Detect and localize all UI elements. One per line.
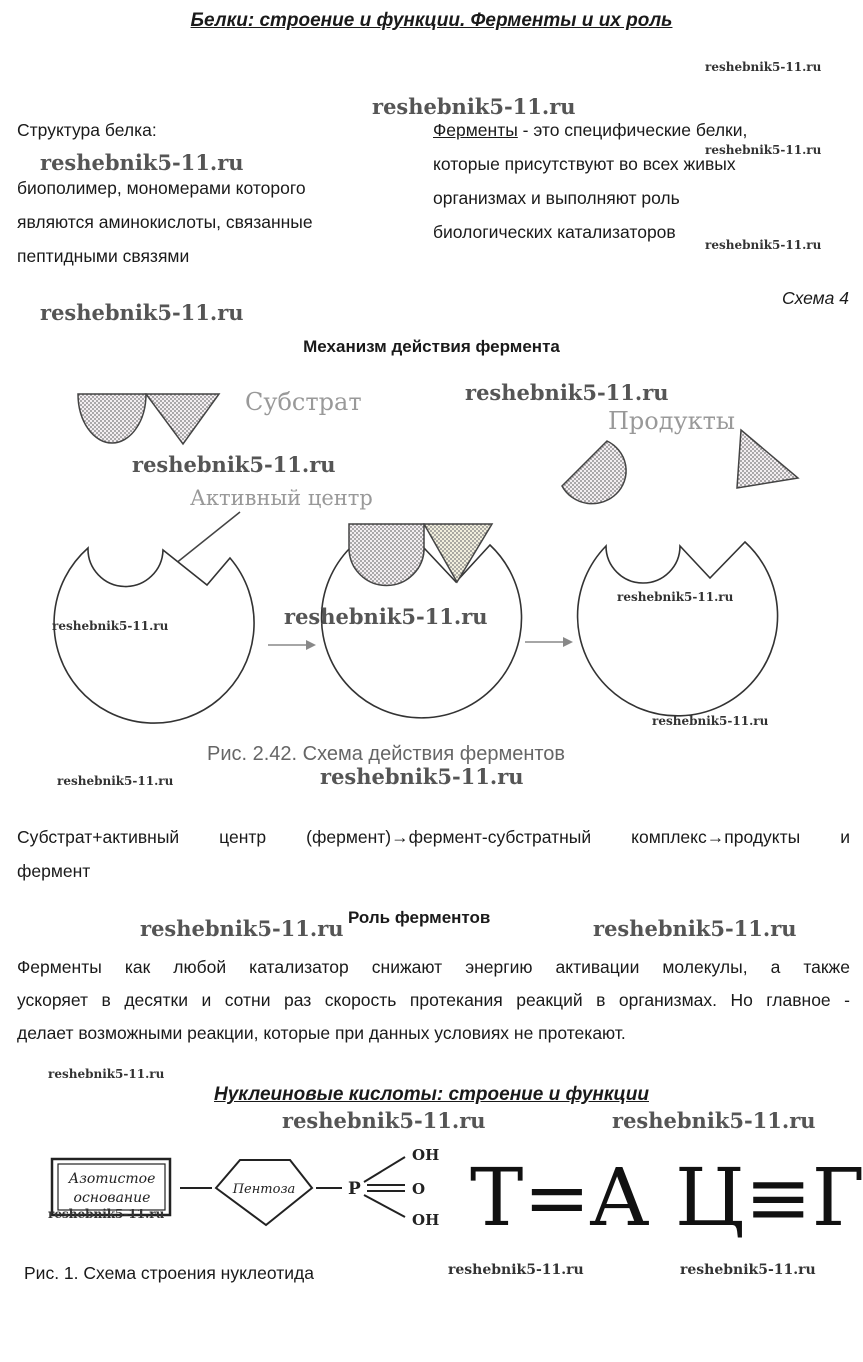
pointer-line — [169, 511, 241, 569]
bound-semicircle — [348, 523, 425, 587]
watermark: reshebnik5-11.ru — [705, 143, 822, 157]
arrow-icon — [306, 640, 316, 650]
watermark: reshebnik5-11.ru — [40, 150, 244, 175]
products-label: Продукты — [608, 407, 735, 435]
page-title: Белки: строение и функции. Ферменты и их… — [190, 10, 673, 31]
watermark: reshebnik5-11.ru — [372, 94, 576, 119]
phosphorus-label: P — [348, 1179, 361, 1199]
role-line: делает возможными реакции, которые при д… — [17, 1023, 626, 1043]
protein-heading: Структура белка: — [17, 120, 157, 140]
figure-caption: Рис. 2.42. Схема действия ферментов — [207, 743, 565, 765]
pentose-label: Пентоза — [232, 1182, 296, 1197]
role-line: ускоряет в десятки и сотни раз скорость … — [17, 990, 850, 1010]
watermark: reshebnik5-11.ru — [705, 238, 822, 252]
watermark: reshebnik5-11.ru — [57, 774, 174, 788]
watermark: reshebnik5-11.ru — [680, 1262, 816, 1278]
enzymes-term: Ферменты — [433, 120, 518, 140]
enzymes-line: которые присутствуют во всех живых — [433, 154, 736, 174]
substrate-semicircle — [77, 393, 147, 444]
pair-cg: Ц≡Г — [675, 1151, 863, 1244]
scheme-label: Схема 4 — [781, 288, 849, 308]
reaction-line: Субстрат+активный центр (фермент)→фермен… — [17, 827, 850, 847]
nucleotide-diagram: Азотистое основание Пентоза P OH O OH T=… — [50, 1146, 863, 1244]
role-line: Ферменты как любой катализатор снижают э… — [17, 957, 850, 977]
substrate-label: Субстрат — [245, 388, 362, 416]
enzymes-line: организмах и выполняют роль — [433, 188, 680, 208]
watermark: reshebnik5-11.ru — [705, 60, 822, 74]
bound-triangle — [422, 523, 494, 584]
protein-block: Структура белка: биополимер, мономерами … — [17, 113, 397, 273]
watermark: reshebnik5-11.ru — [48, 1067, 165, 1081]
watermark: reshebnik5-11.ru — [593, 916, 797, 941]
watermark: reshebnik5-11.ru — [284, 604, 488, 629]
protein-line: пептидными связями — [17, 246, 190, 266]
enzyme-shape — [576, 540, 779, 717]
enzymes-line: биологических катализаторов — [433, 222, 676, 242]
oh-bottom: OH — [412, 1211, 439, 1229]
watermark: reshebnik5-11.ru — [140, 916, 344, 941]
watermark: reshebnik5-11.ru — [465, 380, 669, 405]
watermark: reshebnik5-11.ru — [40, 300, 244, 325]
reaction-text: Субстрат+активный центр (фермент)→фермен… — [17, 820, 850, 888]
enzyme-shape — [320, 543, 523, 719]
base-label-2: основание — [74, 1190, 151, 1206]
product-triangle — [736, 428, 800, 489]
enzymes-line: - это специфические белки, — [517, 120, 748, 140]
base-label-1: Азотистое — [68, 1171, 156, 1187]
watermark: reshebnik5-11.ru — [282, 1108, 486, 1133]
oh-top: OH — [412, 1146, 439, 1164]
nucleic-title: Нуклеиновые кислоты: строение и функции — [213, 1084, 649, 1105]
watermark: reshebnik5-11.ru — [617, 590, 734, 604]
arrow-icon — [563, 637, 573, 647]
base-box — [50, 1157, 172, 1217]
watermark: reshebnik5-11.ru — [448, 1262, 584, 1278]
mechanism-title: Механизм действия фермента — [303, 337, 560, 356]
watermark: reshebnik5-11.ru — [320, 764, 524, 789]
watermark: reshebnik5-11.ru — [652, 714, 769, 728]
pentose-shape — [214, 1159, 314, 1227]
active-center-label: Активный центр — [190, 486, 373, 510]
pair-ta: T=A — [470, 1151, 649, 1244]
watermark: reshebnik5-11.ru — [52, 619, 169, 633]
o-middle: O — [412, 1180, 425, 1198]
protein-line: являются аминокислоты, связанные — [17, 212, 313, 232]
watermark: reshebnik5-11.ru — [132, 452, 336, 477]
substrate-triangle — [144, 393, 221, 446]
protein-line: биополимер, мономерами которого — [17, 178, 306, 198]
reaction-line: фермент — [17, 861, 91, 881]
watermark: reshebnik5-11.ru — [48, 1207, 165, 1221]
enzyme-shape — [53, 546, 255, 724]
watermark: reshebnik5-11.ru — [612, 1108, 816, 1133]
enzymes-block: Ферменты - это специфические белки, кото… — [433, 113, 853, 249]
product-semicircle — [561, 440, 627, 505]
role-title: Роль ферментов — [348, 908, 491, 927]
enzyme-figure: Субстрат Продукты Активный центр Рис. 2.… — [53, 388, 800, 765]
nucleotide-caption: Рис. 1. Схема строения нуклеотида — [24, 1263, 314, 1283]
role-text: Ферменты как любой катализатор снижают э… — [17, 951, 850, 1050]
